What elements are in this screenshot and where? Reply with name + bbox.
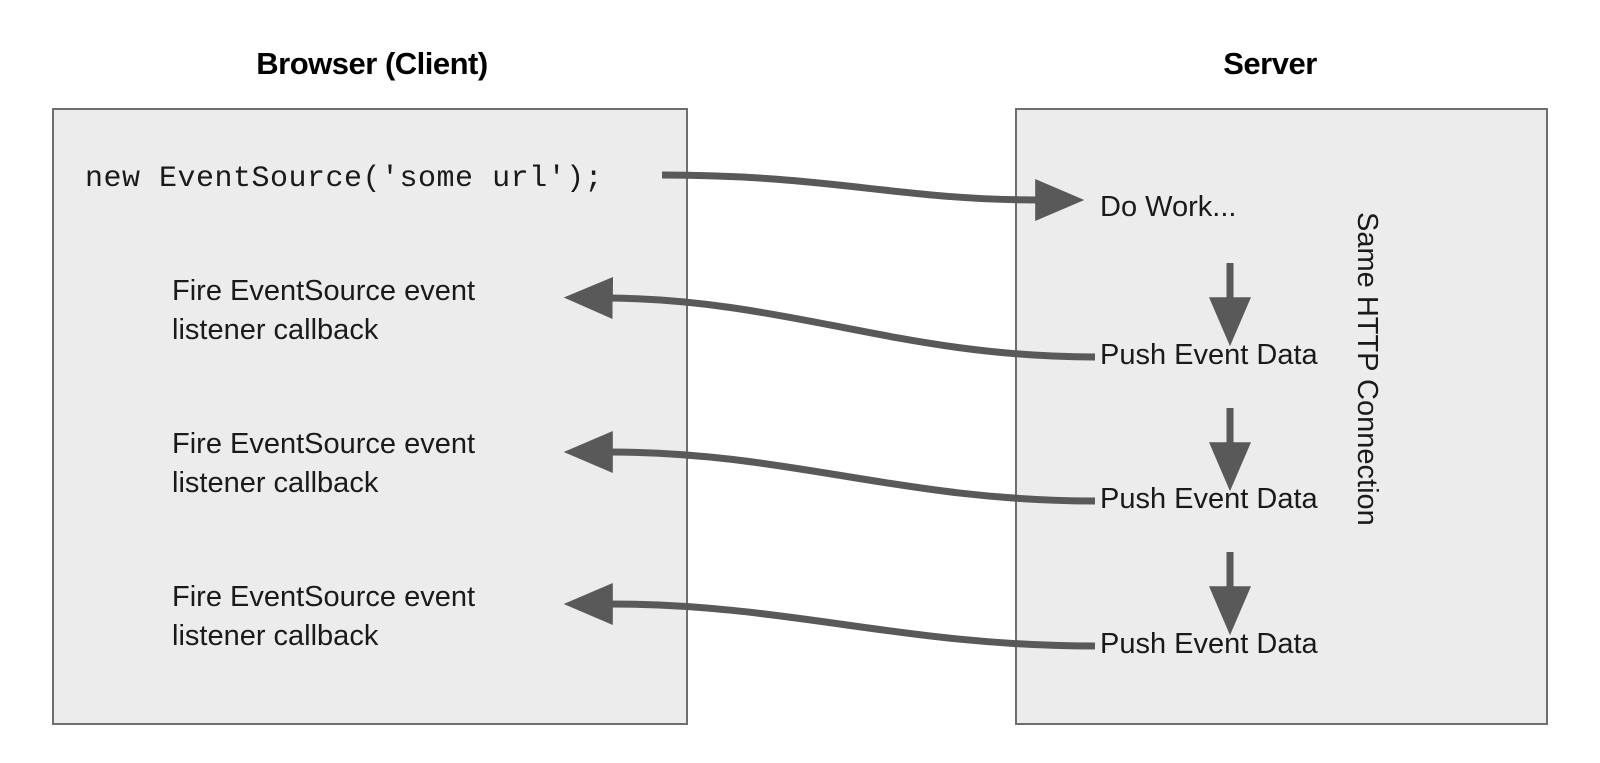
- client-panel-title: Browser (Client): [256, 46, 488, 81]
- client-step-callback-1: Fire EventSource event listener callback: [172, 272, 552, 350]
- client-step-callback-2: Fire EventSource event listener callback: [172, 425, 552, 503]
- server-panel: [1015, 108, 1548, 725]
- server-step-push-event-2: Push Event Data: [1100, 483, 1318, 515]
- same-http-connection-label: Same HTTP Connection: [1351, 212, 1383, 526]
- server-step-push-event-1: Push Event Data: [1100, 339, 1318, 371]
- arrow-request-eventsource: [661, 171, 1085, 221]
- client-step-callback-3: Fire EventSource event listener callback: [172, 578, 552, 656]
- client-step-line1: Fire EventSource event: [172, 428, 476, 460]
- client-step-line2: listener callback: [172, 314, 379, 346]
- client-step-line1: Fire EventSource event: [172, 581, 476, 613]
- server-panel-title: Server: [1223, 46, 1317, 81]
- client-step-line2: listener callback: [172, 620, 379, 652]
- server-step-do-work: Do Work...: [1100, 191, 1237, 223]
- client-step-line1: Fire EventSource event: [172, 275, 476, 307]
- client-step-line2: listener callback: [172, 467, 379, 499]
- server-step-push-event-3: Push Event Data: [1100, 628, 1318, 660]
- eventsource-code-line: new EventSource('some url');: [85, 162, 604, 196]
